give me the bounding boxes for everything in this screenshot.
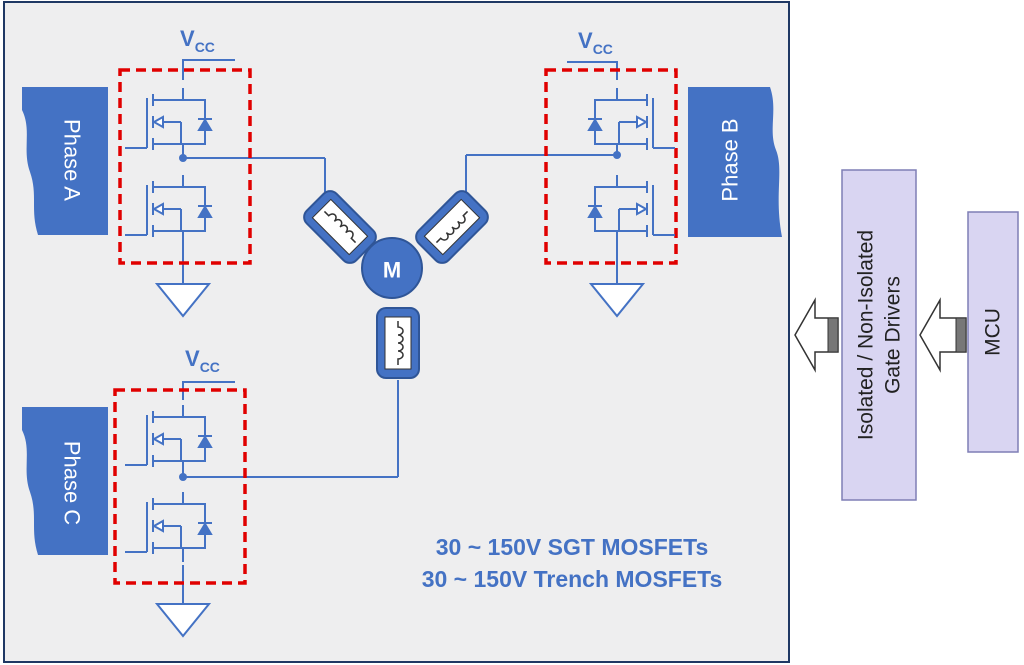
ground-symbol-icon [154, 603, 212, 638]
vcc-line-b [567, 61, 618, 80]
phase-a-terminal: Phase A [22, 87, 108, 235]
mosfet-with-body-diode-icon [125, 88, 213, 158]
vcc-label-c: VCC [185, 346, 220, 375]
mosfet-with-body-diode-icon [587, 175, 675, 245]
gate-drivers-line2: Gate Drivers [882, 276, 905, 394]
mosfet-with-body-diode-icon [125, 405, 213, 475]
left-arrow-icon [919, 297, 967, 373]
phase-b-terminal: Phase B [688, 87, 782, 237]
mcu-label: MCU [982, 308, 1005, 356]
half-bridge-b-box [544, 68, 678, 265]
phase-c-terminal: Phase C [22, 407, 108, 555]
vcc-main-a: V [180, 26, 195, 51]
vcc-line-c [182, 381, 235, 400]
vcc-sub-c: CC [200, 359, 220, 375]
ground-symbol-icon [588, 283, 646, 318]
vcc-sub-a: CC [195, 39, 215, 55]
motor-windings [303, 190, 489, 379]
inductor-coil-icon [376, 307, 420, 379]
vcc-sub-b: CC [593, 41, 613, 57]
half-bridge-c-box [113, 388, 247, 585]
junction-dot-a [179, 154, 187, 162]
gate-drivers-line1: Isolated / Non-Isolated [855, 230, 878, 440]
mosfet-group [125, 88, 675, 562]
vcc-main-b: V [578, 28, 593, 53]
ground-symbol-icon [154, 283, 212, 318]
mosfet-with-body-diode-icon [125, 175, 213, 245]
phase-a-label: Phase A [60, 119, 85, 201]
inductor-coil-icon [415, 190, 489, 264]
motor-label: M [383, 258, 401, 283]
mosfet-with-body-diode-icon [125, 492, 213, 562]
vcc-label-b: VCC [578, 28, 613, 57]
mcu-box [967, 211, 1019, 453]
ground-group [154, 283, 646, 638]
mosfet-note-line2: 30 ~ 150V Trench MOSFETs [422, 566, 723, 592]
wiring [182, 59, 618, 604]
phase-b-banner [688, 87, 782, 237]
left-arrow-icon [794, 297, 839, 373]
phase-b-label: Phase B [718, 118, 743, 201]
junction-dot-c [179, 473, 187, 481]
vcc-main-c: V [185, 346, 200, 371]
motor-circle [361, 237, 423, 299]
half-bridge-a-box [118, 68, 252, 265]
vcc-line-a [182, 59, 235, 80]
junction-dot-b [613, 151, 621, 159]
phase-c-banner [22, 407, 108, 555]
mosfet-with-body-diode-icon [587, 88, 675, 158]
vcc-label-a: VCC [180, 26, 215, 55]
mosfet-note-line1: 30 ~ 150V SGT MOSFETs [436, 534, 709, 560]
phase-a-banner [22, 87, 108, 235]
gate-drivers-box [841, 169, 917, 501]
phase-c-label: Phase C [60, 441, 85, 525]
inductor-coil-icon [303, 190, 377, 264]
